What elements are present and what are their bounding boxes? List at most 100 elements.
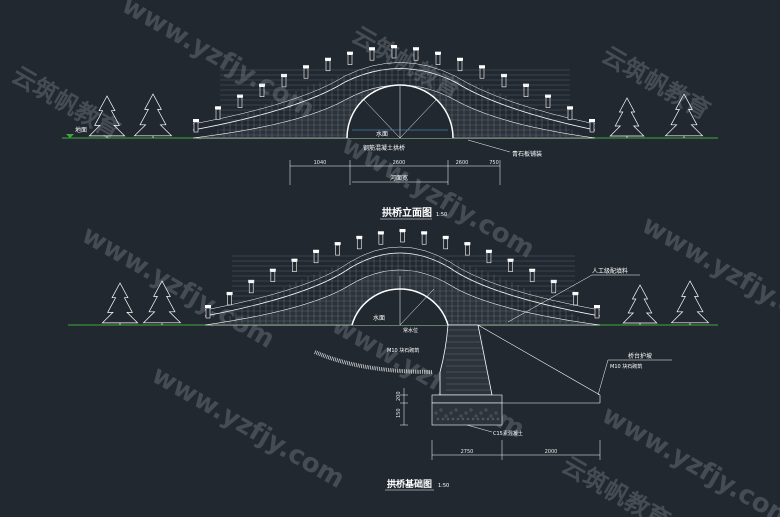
post-cap xyxy=(356,235,363,239)
concrete-hatch xyxy=(434,408,500,421)
pier-material-note: M10 块石砌筑 xyxy=(610,363,642,370)
post-cap xyxy=(464,242,471,246)
post-cap xyxy=(523,83,529,87)
aggregate-mark xyxy=(461,417,465,421)
railing-post xyxy=(356,238,362,250)
bridge-foundation-view: 水面 常水位 人工级配填料 M10 块石砌筑 桥台护坡 M10 块石砌筑 C15… xyxy=(68,229,718,491)
railing-post xyxy=(335,244,340,256)
post-cap xyxy=(501,73,507,77)
post-cap xyxy=(248,279,255,283)
aggregate-mark xyxy=(434,411,438,415)
embankment-slope xyxy=(477,324,601,396)
aggregate-mark xyxy=(456,417,460,421)
foundation-slab xyxy=(431,402,503,426)
post-cap xyxy=(226,291,233,295)
railing-post xyxy=(435,54,441,65)
slab-note: C15素混凝土 xyxy=(493,430,523,437)
railing-post xyxy=(313,252,319,264)
arch-label: 钢筋混凝土拱桥 xyxy=(363,144,405,152)
leader-line xyxy=(507,274,593,323)
riverbed-arc xyxy=(314,350,433,374)
leader-line xyxy=(466,424,493,433)
post-cap xyxy=(507,258,514,262)
aggregate-mark xyxy=(441,417,445,421)
post-cap xyxy=(442,235,449,239)
post-cap xyxy=(281,73,287,77)
river-width-label: 河面宽 xyxy=(390,174,408,182)
aggregate-mark xyxy=(479,411,483,415)
post-cap xyxy=(589,119,595,122)
water-level-label: 水面 xyxy=(376,130,388,138)
railing-posts xyxy=(193,45,595,133)
aggregate-mark xyxy=(466,417,470,421)
bridge-elevation-view: 水面 钢筋混凝土拱桥 地面 青石板铺装 1040 2600 2600 750 河… xyxy=(62,45,718,220)
railing-post xyxy=(369,49,375,61)
post-cap xyxy=(413,47,419,51)
post-cap xyxy=(347,51,353,55)
aggregate-mark xyxy=(484,408,488,412)
railing-post xyxy=(545,97,551,108)
aggregate-mark xyxy=(474,414,478,418)
railing-post xyxy=(529,271,535,283)
post-cap xyxy=(435,51,441,55)
aggregate-mark xyxy=(491,417,495,421)
railing-post xyxy=(523,86,529,97)
railing-posts xyxy=(205,229,600,319)
post-cap xyxy=(421,231,428,235)
railing-post xyxy=(248,282,254,294)
tree-icon xyxy=(622,284,658,324)
aggregate-mark xyxy=(486,417,490,421)
tree-icon xyxy=(133,93,173,137)
post-cap xyxy=(572,291,579,295)
post-cap xyxy=(567,106,573,110)
aggregate-mark xyxy=(436,417,440,421)
masonry-hatch xyxy=(211,254,591,327)
railing-post xyxy=(413,49,419,61)
dimension-value: 1040 xyxy=(314,160,327,166)
leader-line xyxy=(597,359,609,396)
aggregate-mark xyxy=(471,417,475,421)
post-cap xyxy=(529,268,536,272)
elevation-title: 拱桥立面图 xyxy=(382,206,432,219)
dimension-value: 150 xyxy=(396,408,402,418)
watermark-brand: 云筑帆教育 xyxy=(7,61,125,145)
aggregate-mark xyxy=(476,417,480,421)
post-cap xyxy=(215,106,221,110)
railing-post xyxy=(259,86,265,97)
post-cap xyxy=(479,65,485,69)
railing-post xyxy=(421,233,427,245)
aggregate-mark xyxy=(494,411,498,415)
arch-radius-line xyxy=(399,99,437,139)
post-cap xyxy=(550,279,557,283)
aggregate-mark xyxy=(446,417,450,421)
aggregate-mark xyxy=(496,417,500,421)
railing-post xyxy=(378,233,384,245)
railing-post xyxy=(479,67,485,79)
tree-group xyxy=(101,280,710,325)
watermark-brand: 云筑帆教育 xyxy=(597,41,715,125)
aggregate-mark xyxy=(464,411,468,415)
post-cap xyxy=(377,231,384,235)
railing-post xyxy=(501,76,507,88)
post-cap xyxy=(313,249,320,253)
fill-note: 人工级配填料 xyxy=(592,267,628,275)
aggregate-mark xyxy=(451,417,455,421)
post-cap xyxy=(391,45,397,48)
water-mark-label: 常水位 xyxy=(403,327,418,334)
aggregate-mark xyxy=(469,408,473,412)
aggregate-mark xyxy=(439,408,443,412)
pavement-note: 青石板铺装 xyxy=(512,150,542,158)
tree-group xyxy=(88,93,704,138)
railing-post xyxy=(215,108,221,120)
railing-post xyxy=(205,307,211,319)
dimension-value: 750 xyxy=(489,160,499,166)
post-cap xyxy=(485,249,492,253)
ground-marker-icon xyxy=(66,134,74,138)
railing-post xyxy=(237,97,243,108)
post-cap xyxy=(193,119,199,122)
watermark-text: www.yzfjy.com xyxy=(147,360,350,495)
water-level-label: 水面 xyxy=(373,314,385,322)
elevation-scale: 1:50 xyxy=(436,212,447,218)
watermark-layer: www.yzfjy.comwww.yzfjy.comwww.yzfjy.comw… xyxy=(7,0,780,517)
